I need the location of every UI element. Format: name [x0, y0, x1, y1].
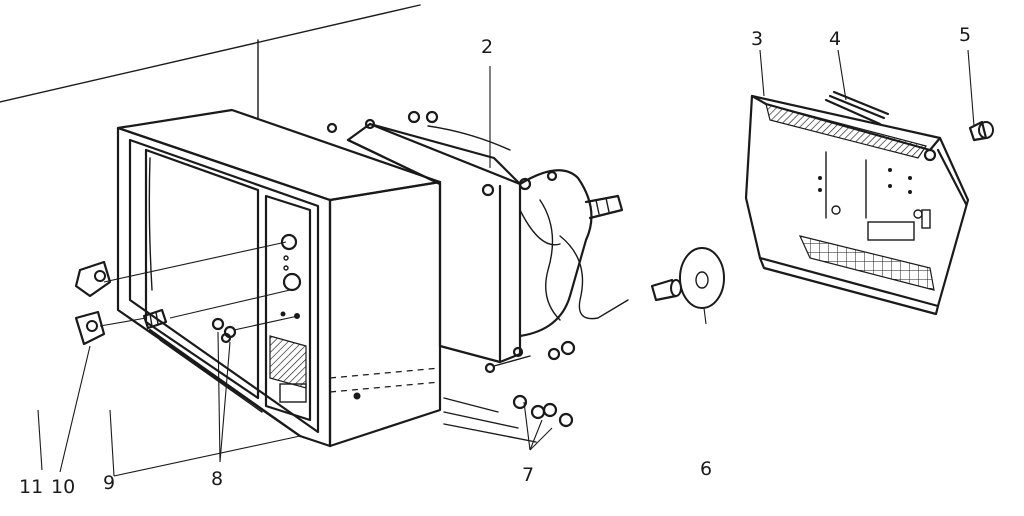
callout-5: 5: [959, 24, 972, 46]
rear-cover: [744, 90, 970, 316]
part-7-screws: [443, 394, 574, 443]
callout-10: 10: [51, 476, 76, 498]
part-8-knobs: [211, 317, 237, 344]
callout-4: 4: [829, 28, 842, 50]
part-9-shaft: [142, 308, 168, 330]
part-5-knob: [968, 120, 994, 142]
callout-2: 2: [481, 36, 494, 58]
leader-lines: [37, 49, 975, 477]
callout-7: 7: [522, 464, 535, 486]
callout-8: 8: [211, 468, 224, 490]
background-wall-lines: [0, 4, 421, 119]
callout-6: 6: [700, 458, 713, 480]
cabinet-housing: [116, 108, 442, 448]
part-10-11-knobs: [74, 260, 112, 346]
callout-3: 3: [751, 28, 764, 50]
callout-9: 9: [103, 472, 116, 494]
part-6-disc: [650, 247, 725, 309]
crt-picture-tube: [326, 110, 629, 374]
callout-11: 11: [19, 476, 44, 498]
